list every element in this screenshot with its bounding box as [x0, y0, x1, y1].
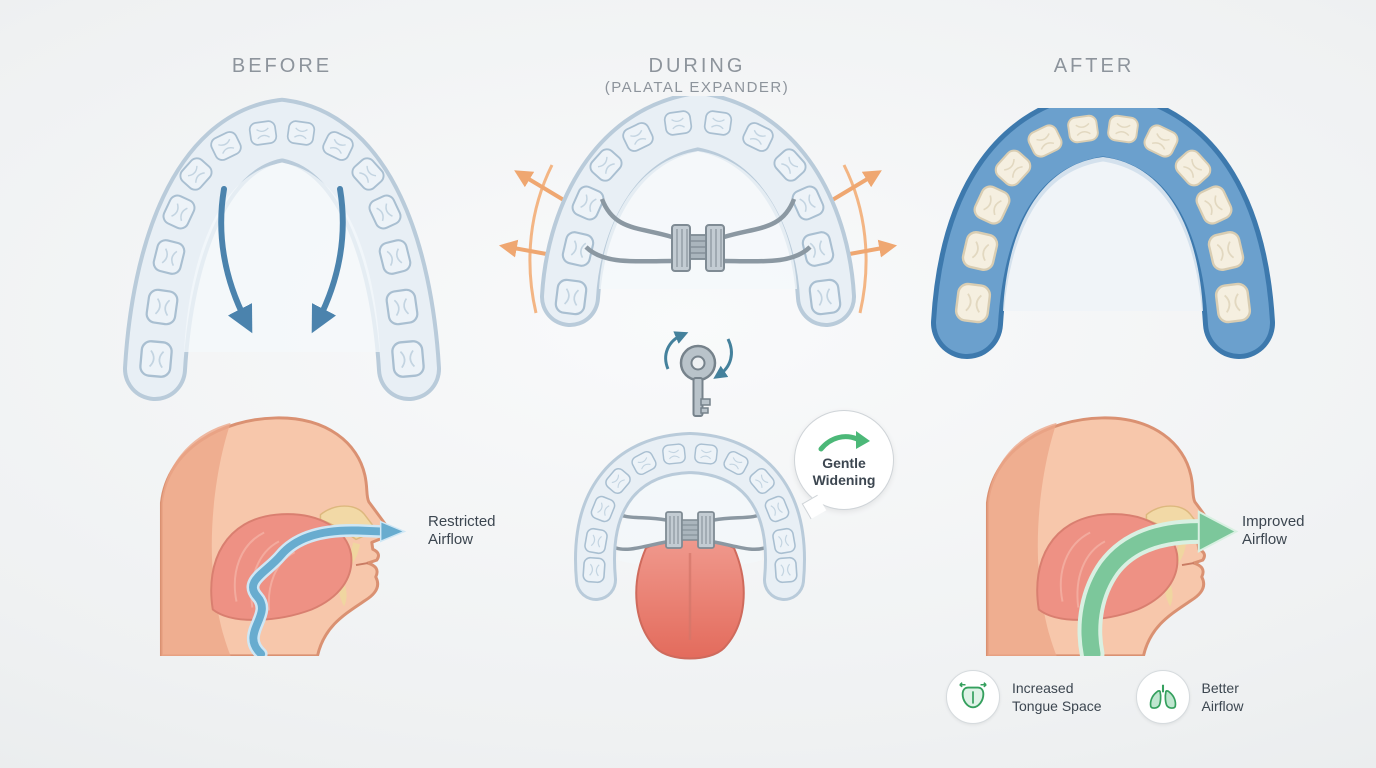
- legend-item-tongue-space: Increased Tongue Space: [946, 670, 1102, 724]
- before-head-illustration: [159, 416, 407, 656]
- widening-arrow-icon: [818, 430, 870, 451]
- tongue-badge: [946, 670, 1000, 724]
- restricted-airflow-arrow-icon: [246, 520, 407, 656]
- outward-expansion-arrows-icon: [498, 170, 898, 258]
- legend-item-better-airflow: Better Airflow: [1135, 670, 1244, 724]
- gentle-widening-bubble: Gentle Widening: [794, 410, 894, 520]
- during-palate-illustration: [574, 431, 806, 660]
- palate-expander-device: [613, 510, 767, 552]
- improved-airflow-label: Improved Airflow: [1242, 513, 1305, 549]
- palatal-expander-device: [584, 198, 812, 272]
- before-heading: BEFORE: [231, 55, 333, 77]
- tongue-space-label: Increased Tongue Space: [1012, 679, 1102, 714]
- improved-airflow-arrow-icon: [1077, 510, 1239, 656]
- after-heading: AFTER: [1053, 55, 1135, 77]
- during-arch-illustration: [498, 96, 898, 417]
- lungs-icon: [1149, 684, 1176, 709]
- during-heading: DURING: [648, 55, 746, 77]
- after-arch-illustration: [931, 108, 1275, 359]
- before-arch-illustration: [123, 97, 441, 401]
- during-subheading: (PALATAL EXPANDER): [604, 79, 790, 96]
- better-airflow-label: Better Airflow: [1201, 679, 1244, 714]
- restricted-airflow-label: Restricted Airflow: [428, 513, 496, 549]
- lungs-badge: [1135, 670, 1190, 724]
- gentle-widening-label: Gentle Widening: [812, 454, 876, 489]
- expander-key-icon: [664, 331, 733, 417]
- after-head-illustration: [985, 416, 1239, 656]
- tongue-icon: [959, 682, 987, 709]
- legend: Increased Tongue Space Better Airflow: [946, 670, 1244, 724]
- expansion-arcs: [528, 164, 868, 314]
- inward-pressure-arrows-icon: [218, 186, 346, 334]
